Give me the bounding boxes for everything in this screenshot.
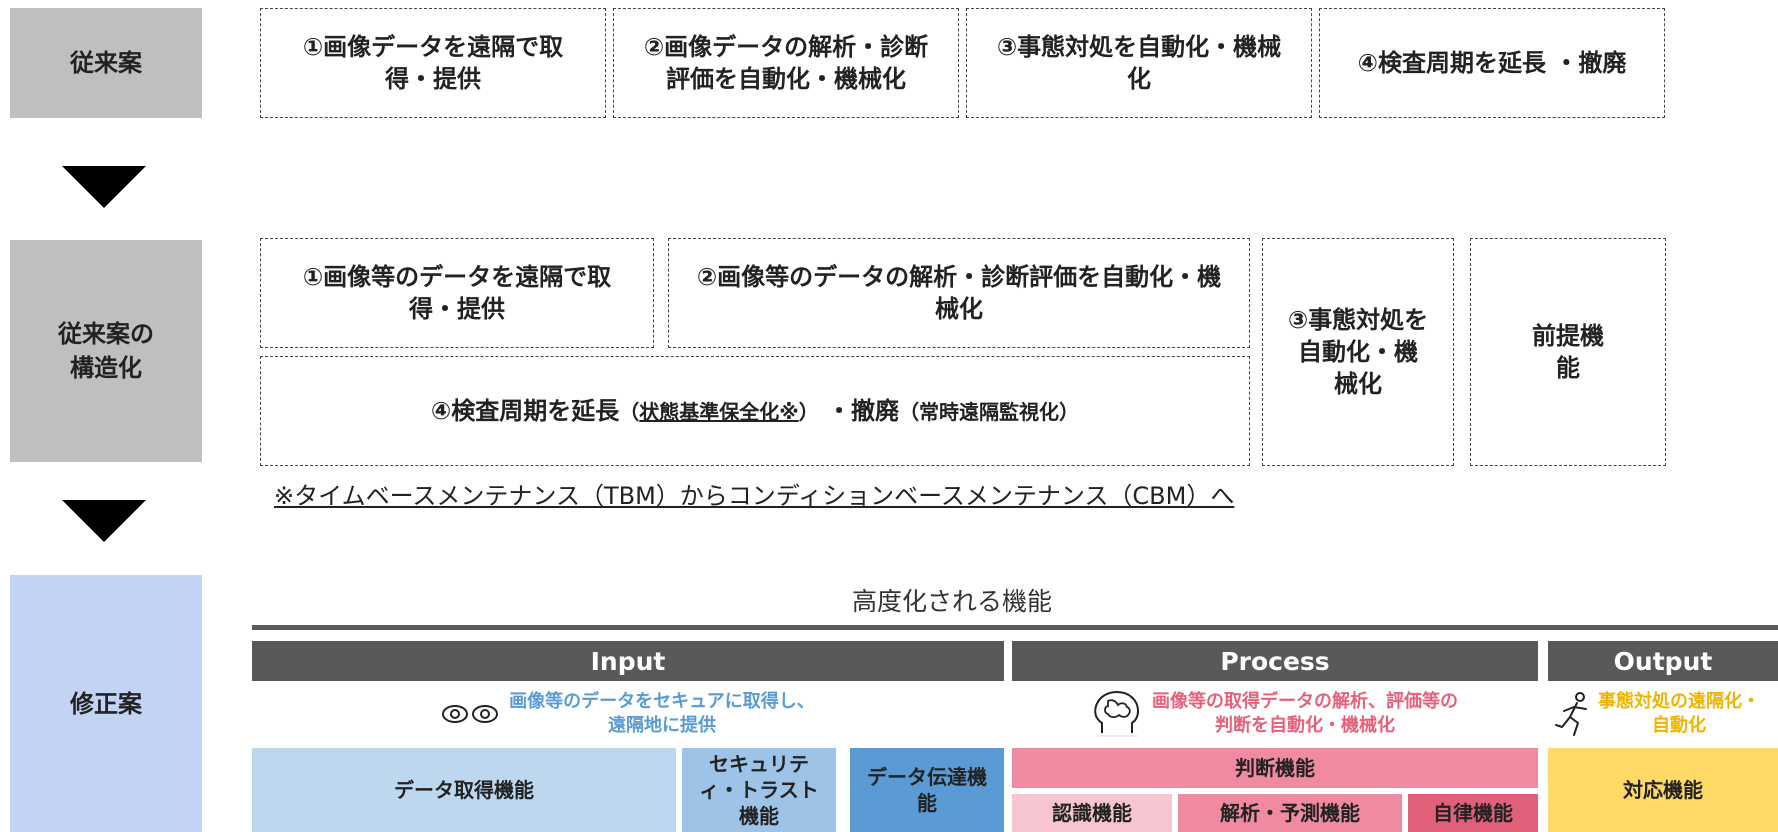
conventional-box-3-text: ③事態対処を自動化・機械化 xyxy=(996,33,1282,93)
process-header: Process xyxy=(1012,641,1538,681)
input-desc: 画像等のデータをセキュアに取得し、 遠隔地に提供 xyxy=(252,686,1004,742)
cell-analysis: 解析・予測機能 xyxy=(1178,794,1402,832)
output-desc-line2: 自動化 xyxy=(1652,715,1706,736)
structured-box-2: ②画像等のデータの解析・診断評価を自動化・機械化 xyxy=(668,238,1250,348)
output-header-text: Output xyxy=(1613,646,1713,676)
structured-box-1-text: ①画像等のデータを遠隔で取得・提供 xyxy=(302,263,612,323)
row-label-conventional: 従来案 xyxy=(10,8,202,118)
divider-line xyxy=(252,625,1778,630)
structured-box-4-main: ④検査周期を延長 xyxy=(430,396,620,425)
structured-box-3: ③事態対処を自動化・機械化 xyxy=(1262,238,1454,466)
input-desc-line2: 遠隔地に提供 xyxy=(607,715,716,736)
input-desc-text: 画像等のデータをセキュアに取得し、 遠隔地に提供 xyxy=(509,690,815,738)
cell-response: 対応機能 xyxy=(1548,748,1778,832)
running-person-icon xyxy=(1554,689,1594,739)
row-label-structured-text: 従来案の構造化 xyxy=(58,320,154,382)
output-desc: 事態対処の遠隔化・ 自動化 xyxy=(1548,686,1778,742)
row-label-revised: 修正案 xyxy=(10,575,202,832)
cell-judgment: 判断機能 xyxy=(1012,748,1538,788)
process-header-text: Process xyxy=(1220,646,1330,676)
structured-box-4-sub1: 状態基準保全化※ xyxy=(639,399,799,424)
structured-box-4-rest: ・撤廃 xyxy=(827,396,900,425)
structured-box-2-text: ②画像等のデータの解析・診断評価を自動化・機械化 xyxy=(696,263,1222,323)
structured-box-3-text: ③事態対処を自動化・機械化 xyxy=(1287,306,1429,398)
output-desc-text: 事態対処の遠隔化・ 自動化 xyxy=(1598,690,1760,738)
structured-box-4-sub2: （常時遠隔監視化） xyxy=(899,399,1080,424)
cell-data-acquisition-text: データ取得機能 xyxy=(394,778,534,802)
cell-data-transfer: データ伝達機能 xyxy=(850,748,1004,832)
structured-box-4-paren-close: ） xyxy=(798,399,819,424)
conventional-box-4-text: ④検査周期を延長 ・撤廃 xyxy=(1357,49,1627,77)
conventional-box-3: ③事態対処を自動化・機械化 xyxy=(966,8,1312,118)
output-header: Output xyxy=(1548,641,1778,681)
conventional-box-2: ②画像データの解析・診断評価を自動化・機械化 xyxy=(613,8,959,118)
down-arrow-2 xyxy=(62,500,146,542)
structured-box-1: ①画像等のデータを遠隔で取得・提供 xyxy=(260,238,654,348)
structured-box-5: 前提機能 xyxy=(1470,238,1666,466)
cell-security-text: セキュリティ・トラスト機能 xyxy=(699,752,819,828)
cell-data-transfer-text: データ伝達機能 xyxy=(867,765,987,815)
cell-analysis-text: 解析・予測機能 xyxy=(1220,801,1360,825)
process-desc-line1: 画像等の取得データの解析、評価等の xyxy=(1152,691,1458,712)
conventional-box-2-text: ②画像データの解析・診断評価を自動化・機械化 xyxy=(643,33,929,93)
input-header-text: Input xyxy=(590,646,666,676)
process-desc: 画像等の取得データの解析、評価等の 判断を自動化・機械化 xyxy=(1012,686,1538,742)
conventional-box-1: ①画像データを遠隔で取得・提供 xyxy=(260,8,606,118)
structured-box-4: ④検査周期を延長（状態基準保全化※） ・撤廃（常時遠隔監視化） xyxy=(260,356,1250,466)
advanced-title: 高度化される機能 xyxy=(851,587,1052,616)
input-desc-line1: 画像等のデータをセキュアに取得し、 xyxy=(509,691,815,712)
cell-data-acquisition: データ取得機能 xyxy=(252,748,676,832)
row-label-revised-text: 修正案 xyxy=(70,689,142,718)
structured-box-5-text: 前提機能 xyxy=(1532,322,1604,382)
row-label-conventional-text: 従来案 xyxy=(70,49,142,77)
process-desc-text: 画像等の取得データの解析、評価等の 判断を自動化・機械化 xyxy=(1152,690,1458,738)
cell-recognition-text: 認識機能 xyxy=(1052,801,1132,825)
cell-autonomy-text: 自律機能 xyxy=(1433,801,1513,825)
input-header: Input xyxy=(252,641,1004,681)
cell-judgment-text: 判断機能 xyxy=(1235,756,1315,780)
row-label-structured: 従来案の構造化 xyxy=(10,240,202,462)
cell-autonomy: 自律機能 xyxy=(1408,794,1538,832)
output-desc-line1: 事態対処の遠隔化・ xyxy=(1598,691,1760,712)
footnote: ※タイムベースメンテナンス（TBM）からコンディションベースメンテナンス（CBM… xyxy=(274,482,1235,510)
eyes-icon xyxy=(441,703,501,725)
brain-icon xyxy=(1092,689,1144,739)
cell-response-text: 対応機能 xyxy=(1623,778,1703,802)
conventional-box-4: ④検査周期を延長 ・撤廃 xyxy=(1319,8,1665,118)
process-desc-line2: 判断を自動化・機械化 xyxy=(1215,715,1395,736)
structured-box-4-paren-open: （ xyxy=(619,399,640,424)
structured-box-4-text: ④検査周期を延長（状態基準保全化※） ・撤廃（常時遠隔監視化） xyxy=(431,395,1079,428)
down-arrow-1 xyxy=(62,166,146,208)
conventional-box-1-text: ①画像データを遠隔で取得・提供 xyxy=(302,33,564,93)
cell-recognition: 認識機能 xyxy=(1012,794,1172,832)
cell-security: セキュリティ・トラスト機能 xyxy=(682,748,836,832)
